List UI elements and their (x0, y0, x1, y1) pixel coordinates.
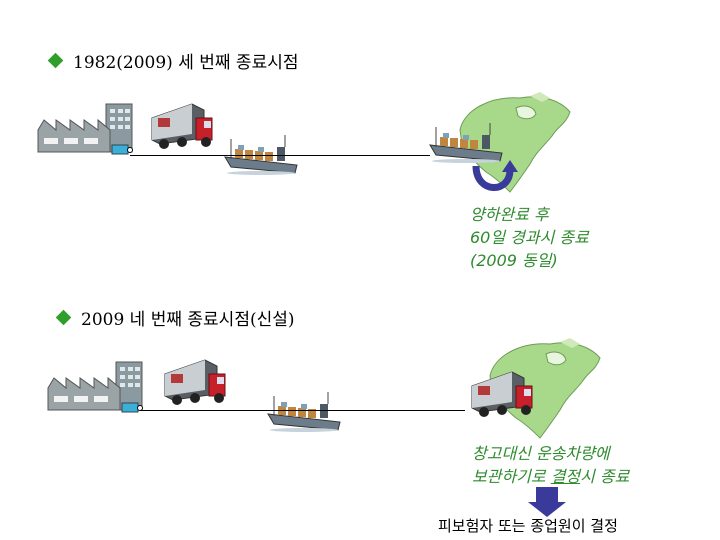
section2-heading-text: 2009 네 번째 종료시점(신설) (81, 310, 295, 330)
note-text: 보관하기로 (472, 467, 551, 486)
note-line: (2009 동일) (470, 251, 558, 270)
bullet-diamond-icon (55, 309, 72, 326)
truck-icon (164, 359, 226, 406)
route-line (130, 155, 430, 156)
section2-note: 창고대신 운송차량에 보관하기로 결정시 종료 (472, 442, 629, 488)
note-line: 양하완료 후 (470, 205, 549, 224)
factory-icon (37, 103, 133, 155)
factory-icon (47, 361, 143, 413)
down-arrow-icon (528, 487, 566, 517)
note-line: 창고대신 운송차량에 (472, 444, 610, 463)
note-text: 시 종료 (580, 467, 630, 486)
section1-heading: 1982(2009) 세 번째 종료시점 (47, 48, 299, 73)
decider-text: 피보험자 또는 종업원이 결정 (438, 517, 618, 535)
note-underlined-text: 결정 (550, 467, 581, 486)
bullet-diamond-icon (47, 52, 64, 69)
ship-icon (267, 391, 341, 433)
u-turn-arrow-icon (472, 160, 518, 191)
section2-heading: 2009 네 번째 종료시점(신설) (55, 305, 295, 330)
note-line: 보관하기로 결정시 종료 (472, 465, 629, 488)
section1-note: 양하완료 후 60일 경과시 종료 (2009 동일) (470, 203, 589, 272)
note-line: 60일 경과시 종료 (470, 228, 589, 247)
truck-icon (151, 103, 213, 150)
section1-heading-text: 1982(2009) 세 번째 종료시점 (73, 53, 299, 73)
ship-icon (224, 134, 298, 176)
route-line (140, 410, 465, 411)
truck-icon (471, 371, 533, 418)
